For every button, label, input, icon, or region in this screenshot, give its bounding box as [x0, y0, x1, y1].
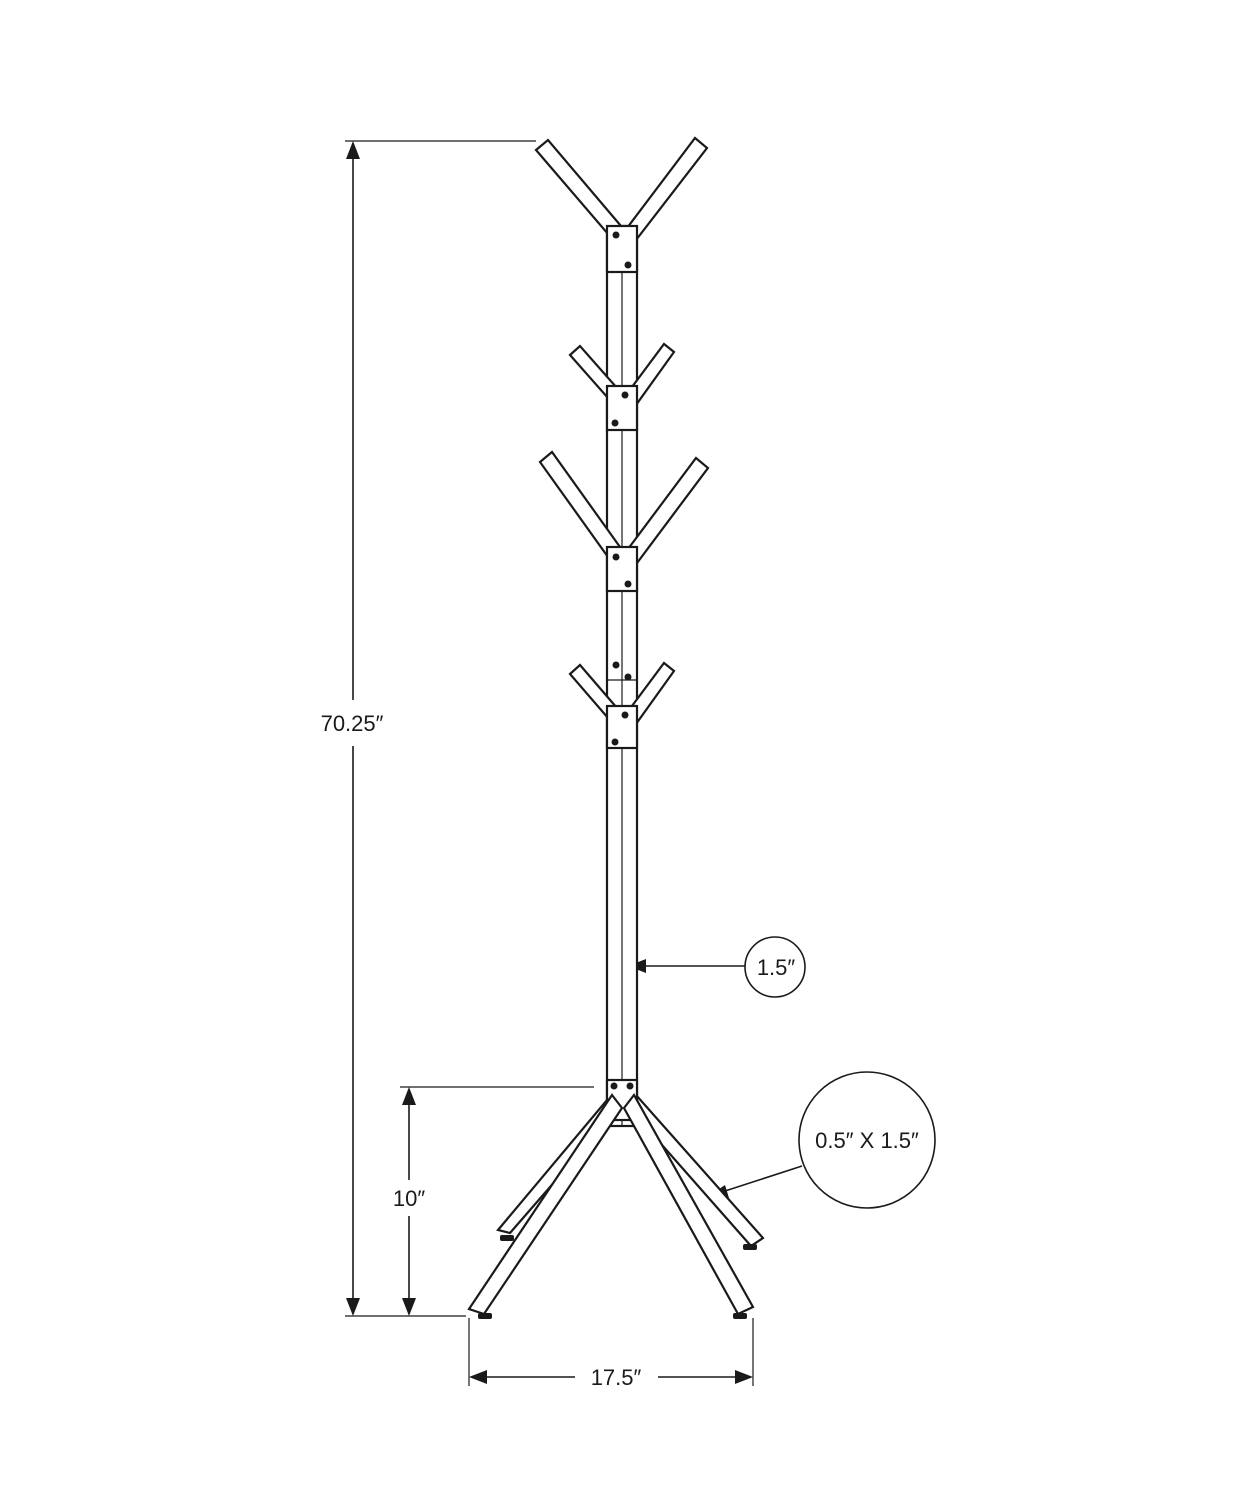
leg-size-callout: 0.5″ X 1.5″	[709, 1071, 936, 1209]
bolt-icon	[612, 553, 620, 561]
third-bracket	[605, 545, 639, 593]
bolt-icon	[611, 419, 619, 427]
arrowhead-down	[402, 1298, 416, 1316]
bolt-icon	[612, 231, 620, 239]
pole-width-callout: 1.5″	[628, 936, 806, 998]
second-bracket	[605, 384, 639, 432]
arrowhead-right	[735, 1370, 753, 1384]
arrowhead-down	[346, 1298, 360, 1316]
leg-size-label: 0.5″ X 1.5″	[815, 1128, 919, 1153]
bolt-icon	[624, 580, 632, 588]
top-bracket	[605, 224, 639, 274]
back-left-foot	[500, 1235, 514, 1241]
pole-width-label: 1.5″	[757, 955, 796, 980]
bolt-icon	[624, 261, 632, 269]
back-right-foot	[743, 1244, 757, 1250]
arrowhead-up	[402, 1087, 416, 1105]
coat-rack	[467, 136, 765, 1319]
front-left-foot	[478, 1313, 492, 1319]
base-height-dimension: 10″	[393, 1086, 594, 1316]
leg-callout-leader	[724, 1165, 803, 1192]
pole-callout-circle	[744, 936, 806, 998]
bolt-icon	[612, 661, 620, 669]
top-right-branch	[622, 136, 709, 242]
front-right-leg	[622, 1093, 755, 1316]
arrowhead-up	[346, 141, 360, 159]
fourth-bracket	[605, 704, 639, 750]
total-height-dimension: 70.25″	[321, 140, 536, 1317]
bolt-icon	[621, 391, 629, 399]
top-left-branch	[534, 138, 623, 236]
leg-callout-circle	[798, 1071, 936, 1209]
arrowhead-left	[469, 1370, 487, 1384]
bolt-icon	[624, 673, 632, 681]
base-width-label: 17.5″	[591, 1365, 642, 1390]
bolt-icon	[610, 1082, 618, 1090]
bolt-icon	[626, 1082, 634, 1090]
bolt-icon	[621, 711, 629, 719]
bolt-icon	[611, 738, 619, 746]
total-height-label: 70.25″	[321, 711, 384, 736]
base-width-dimension: 17.5″	[468, 1318, 754, 1390]
base-height-label: 10″	[393, 1186, 425, 1211]
front-left-leg	[467, 1093, 624, 1316]
front-right-foot	[733, 1313, 747, 1319]
